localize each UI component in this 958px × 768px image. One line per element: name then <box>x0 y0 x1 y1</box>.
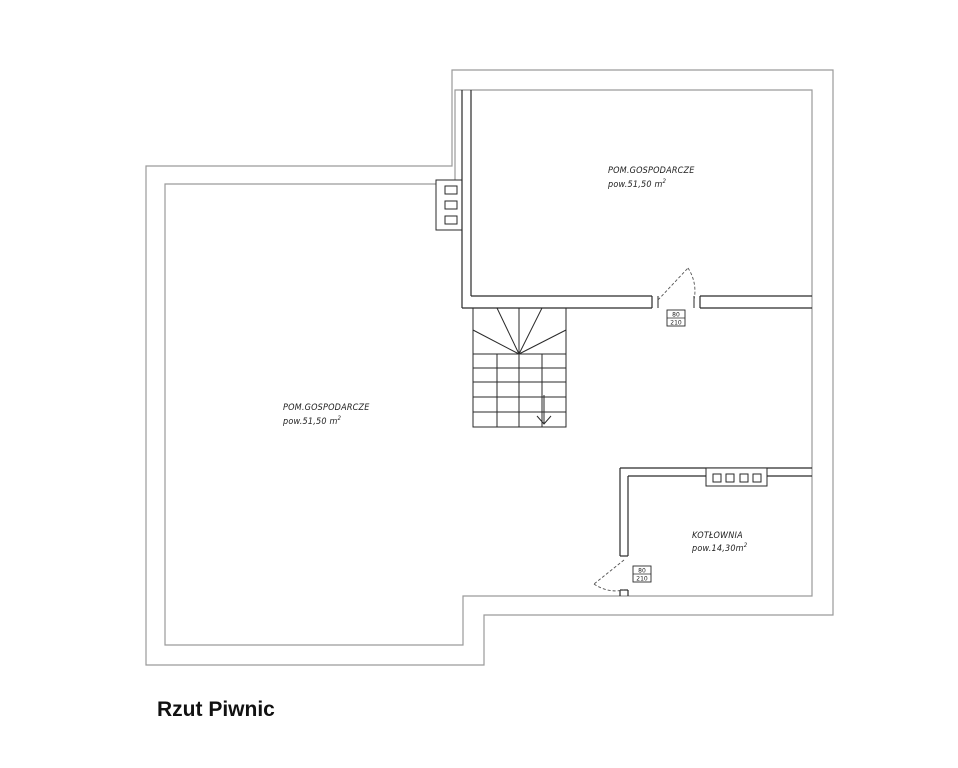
door-boiler: 80 210 <box>593 559 652 592</box>
room-area: pow.14,30m <box>691 544 744 554</box>
room-name: POM.GOSPODARCZE <box>283 403 370 413</box>
svg-text:pow.14,30m2: pow.14,30m2 <box>691 542 748 554</box>
svg-text:pow.51,50 m2: pow.51,50 m2 <box>607 178 667 190</box>
room-area: pow.51,50 m <box>282 417 338 427</box>
room-label-boiler: KOTŁOWNIA pow.14,30m2 <box>691 531 748 554</box>
chimney-flues-left <box>435 179 463 231</box>
chimney-flues-boiler <box>705 467 768 487</box>
svg-text:pow.51,50 m2: pow.51,50 m2 <box>282 415 342 427</box>
room-area: pow.51,50 m <box>607 180 663 190</box>
inner-wall-outline <box>164 89 813 646</box>
room-area-unit: 2 <box>338 415 342 422</box>
partition-wall-horizontal <box>462 295 812 309</box>
door-boiler-width: 80 <box>638 568 646 575</box>
door-boiler-height: 210 <box>636 576 648 583</box>
room-label-left: POM.GOSPODARCZE pow.51,50 m2 <box>282 403 370 427</box>
door-upper: 80 210 <box>657 267 696 327</box>
room-label-upper-right: POM.GOSPODARCZE pow.51,50 m2 <box>607 166 695 190</box>
room-name: POM.GOSPODARCZE <box>608 166 695 176</box>
room-name: KOTŁOWNIA <box>692 531 743 541</box>
drawing-title: Rzut Piwnic <box>157 698 275 721</box>
room-area-unit: 2 <box>663 178 667 185</box>
outer-wall-outline <box>145 69 834 666</box>
boiler-room-walls <box>619 467 812 596</box>
staircase <box>472 307 567 428</box>
door-upper-height: 210 <box>670 320 682 327</box>
door-upper-width: 80 <box>672 312 680 319</box>
partition-wall-vertical <box>461 90 472 308</box>
room-area-unit: 2 <box>744 542 748 549</box>
